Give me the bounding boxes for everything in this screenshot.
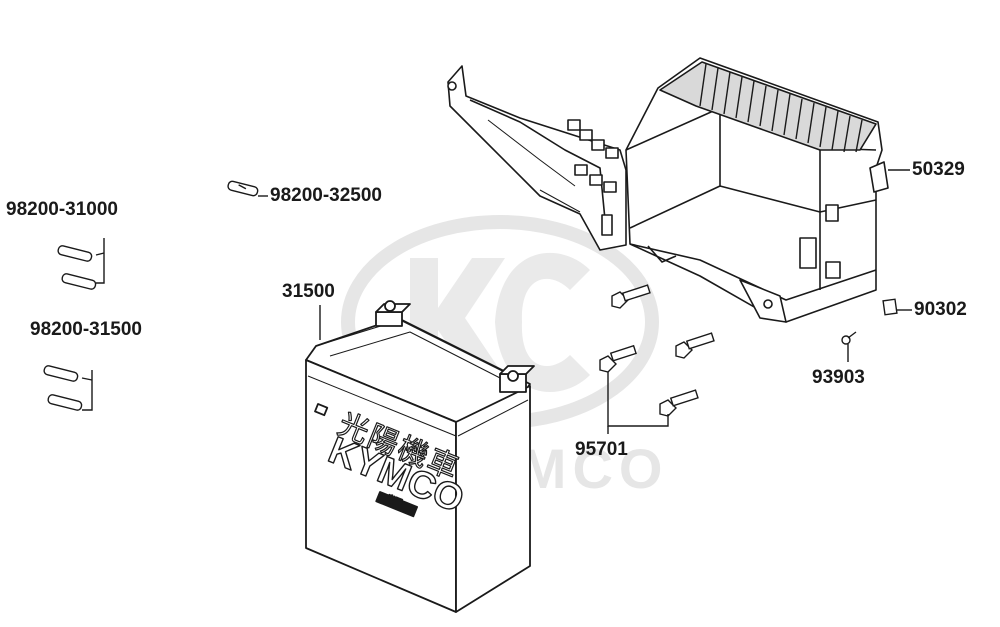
battery-terminal-right (499, 365, 535, 393)
part-label-98200-31500: 98200-31500 (30, 319, 142, 340)
fuse-icon (43, 180, 259, 411)
part-label-93903: 93903 (812, 367, 865, 388)
part-label-90302: 90302 (914, 299, 967, 320)
part-label-98200-32500: 98200-32500 (270, 185, 382, 206)
battery: 光陽機車 KYMCO 光陽 (305, 300, 535, 613)
part-label-31500: 31500 (282, 281, 335, 302)
bolt-icon (599, 284, 898, 417)
leader-lines (81, 169, 912, 434)
part-label-50329: 50329 (912, 159, 965, 180)
battery-terminal-left (375, 300, 411, 327)
part-label-98200-31000: 98200-31000 (6, 199, 118, 220)
part-label-95701: 95701 (575, 439, 628, 460)
battery-box (447, 57, 889, 323)
battery-badge (375, 491, 418, 518)
